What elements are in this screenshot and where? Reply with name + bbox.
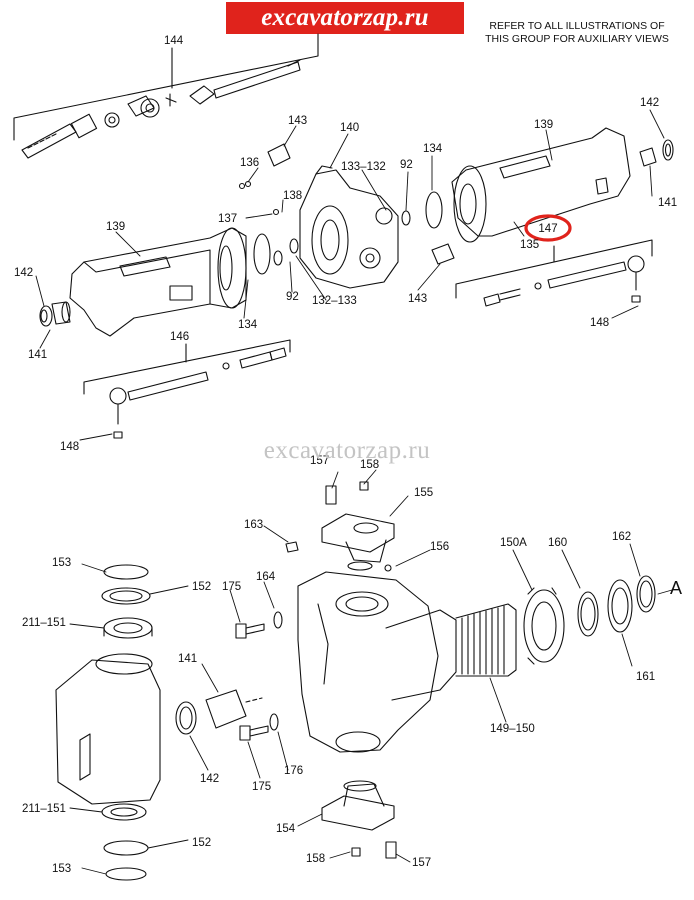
callout-156: 156	[430, 541, 449, 553]
callout-141-right: 141	[658, 197, 677, 209]
left-axle-housing	[39, 227, 247, 337]
callout-211-151-bottom: 211–151	[22, 803, 66, 815]
callout-134-right: 134	[423, 143, 443, 155]
callout-137: 137	[218, 213, 237, 225]
site-banner-text: excavatorzap.ru	[261, 4, 429, 31]
callout-161: 161	[636, 671, 655, 683]
callout-142-knuckle: 142	[200, 773, 219, 785]
callout-176: 176	[284, 765, 303, 777]
callout-152-bottom: 152	[192, 837, 211, 849]
callout-153-bottom: 153	[52, 863, 71, 875]
callout-132-133: 132–133	[312, 295, 357, 307]
differential-carrier	[238, 143, 455, 289]
callout-143-top: 143	[288, 115, 307, 127]
callout-92-top: 92	[400, 159, 413, 171]
callout-146: 146	[170, 331, 189, 343]
callout-158-bottom: 158	[306, 853, 325, 865]
note-line-1: REFER TO ALL ILLUSTRATIONS OF	[489, 20, 665, 32]
callout-154: 154	[276, 823, 296, 835]
callout-92-bottom: 92	[286, 291, 299, 303]
callout-157-top: 157	[310, 455, 329, 467]
callout-150a: 150A	[500, 537, 527, 549]
right-axle-housing	[451, 127, 674, 243]
kingpin-cap-top	[285, 481, 395, 572]
callout-175-top: 175	[222, 581, 241, 593]
left-knuckle-bore-parts	[55, 564, 263, 881]
note-line-2: THIS GROUP FOR AUXILIARY VIEWS	[485, 33, 669, 45]
callout-136: 136	[240, 157, 259, 169]
callout-139-left: 139	[106, 221, 125, 233]
callout-142-left: 142	[14, 267, 33, 279]
callout-140: 140	[340, 122, 359, 134]
tie-rod-right	[455, 239, 653, 307]
callout-160: 160	[548, 537, 567, 549]
hub-and-seals	[523, 575, 656, 665]
callout-153-top: 153	[52, 557, 71, 569]
callout-164: 164	[256, 571, 276, 583]
callout-144: 144	[164, 35, 184, 47]
callout-labels: 144 143 140 136 138 137 133–132 92 134 1…	[14, 35, 682, 875]
callout-139-right: 139	[534, 119, 553, 131]
callout-147: 147	[538, 223, 557, 235]
callout-148-left: 148	[60, 441, 79, 453]
site-banner[interactable]: excavatorzap.ru	[226, 2, 464, 34]
callout-152-top: 152	[192, 581, 211, 593]
callout-175-bottom: 175	[252, 781, 271, 793]
callout-162: 162	[612, 531, 631, 543]
callout-158-top: 158	[360, 459, 379, 471]
kingpin-cap-bottom	[321, 780, 397, 859]
callout-157-bottom: 157	[412, 857, 431, 869]
callout-138: 138	[283, 190, 302, 202]
callout-149-150: 149–150	[490, 723, 535, 735]
callout-148-right: 148	[590, 317, 609, 329]
callout-155: 155	[414, 487, 433, 499]
callout-141-left: 141	[28, 349, 47, 361]
callout-163: 163	[244, 519, 263, 531]
callout-view-a: A	[670, 578, 682, 598]
callout-211-151-top: 211–151	[22, 617, 66, 629]
tie-rod-left	[83, 339, 291, 439]
auxiliary-views-note: REFER TO ALL ILLUSTRATIONS OF THIS GROUP…	[472, 20, 682, 46]
highlight-ring	[524, 214, 572, 242]
callout-142-right: 142	[640, 97, 659, 109]
callout-135: 135	[520, 239, 539, 251]
bolts-and-washers	[235, 611, 283, 741]
drive-shaft-assembly	[13, 33, 319, 159]
callout-134-left: 134	[238, 319, 258, 331]
callout-133-132: 133–132	[341, 161, 386, 173]
callout-143-bottom: 143	[408, 293, 427, 305]
callout-141-knuckle: 141	[178, 653, 197, 665]
callout-leader-lines	[35, 109, 673, 875]
steering-knuckle	[297, 571, 517, 753]
watermark-text: excavatorzap.ru	[263, 437, 431, 464]
